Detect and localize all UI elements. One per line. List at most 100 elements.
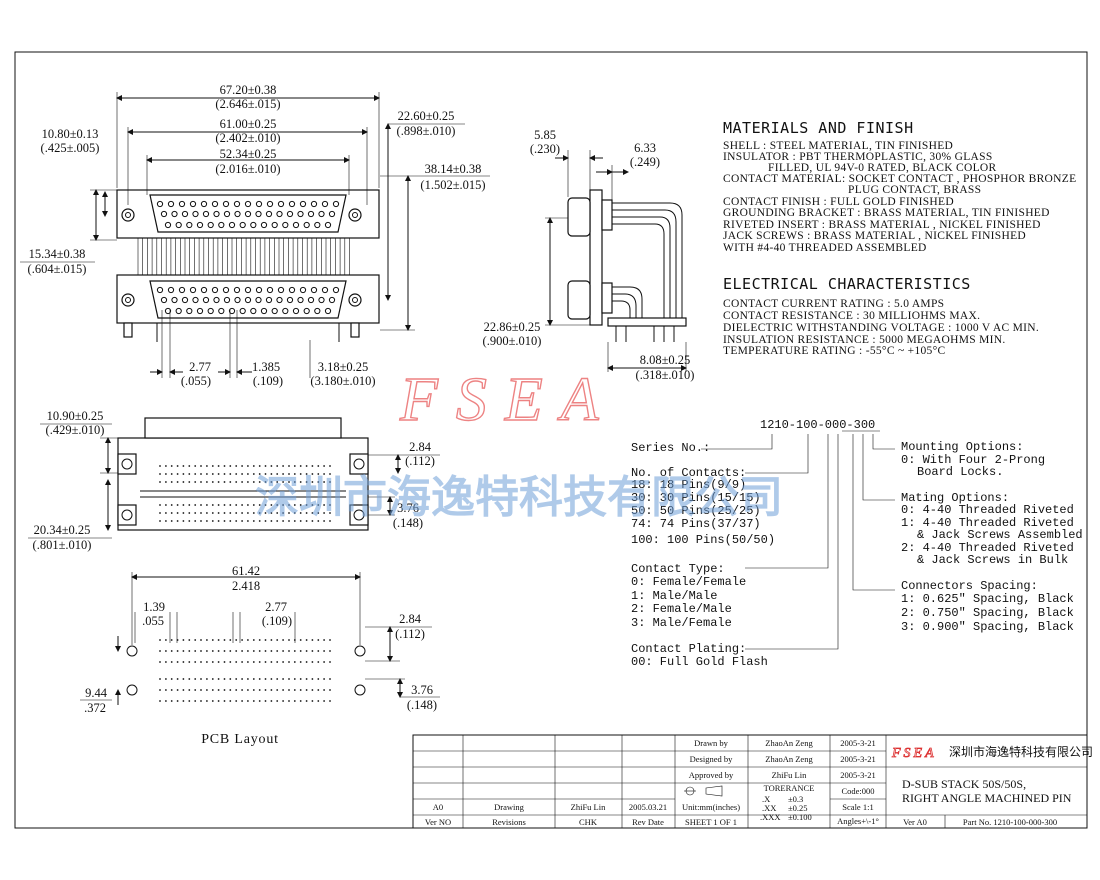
pin-hole	[329, 473, 331, 475]
pin-hole	[241, 473, 244, 475]
pin-hole	[217, 650, 220, 652]
pin-hole	[288, 200, 296, 208]
tb-title-line1: D-SUB STACK 50S/50S,	[902, 777, 1026, 791]
pin-hole	[276, 465, 279, 467]
pin-hole	[235, 520, 238, 522]
tb-hdr-ver: Ver NO	[425, 817, 451, 827]
pin-hole	[229, 650, 232, 652]
materials-heading: MATERIALS AND FINISH	[723, 119, 914, 137]
pin-hole	[217, 512, 220, 514]
pin-hole	[235, 639, 238, 641]
side-dim-b-in: (.249)	[630, 155, 660, 169]
pin-hole	[200, 286, 208, 294]
pin-hole	[211, 465, 214, 467]
side-dim-a: 5.85	[534, 128, 556, 142]
pin-hole	[311, 661, 314, 663]
pin-hole	[264, 465, 267, 467]
pin-hole	[270, 700, 273, 702]
pin-hole	[311, 481, 314, 483]
pin-hole	[258, 700, 261, 702]
pin-hole	[329, 504, 331, 506]
mat-line: CONTACT MATERIAL: SOCKET CONTACT , PHOSP…	[723, 173, 1076, 185]
materials-section: MATERIALS AND FINISH SHELL : STEEL MATER…	[723, 119, 1076, 254]
electrical-heading: ELECTRICAL CHARACTERISTICS	[723, 275, 971, 293]
pin-hole	[258, 504, 261, 506]
pin-hole	[181, 210, 189, 218]
tb-scale: Scale 1:1	[842, 802, 873, 812]
part-number-code: 1210-100-000-300	[760, 418, 875, 432]
spacing-option: 1: 0.625" Spacing, Black	[901, 592, 1074, 606]
pin-hole	[206, 465, 208, 467]
pin-hole	[223, 296, 231, 304]
pin-hole	[288, 520, 290, 522]
pin-hole	[241, 504, 244, 506]
pin-hole	[229, 689, 232, 691]
pin-hole	[329, 639, 331, 641]
pin-hole	[314, 221, 321, 229]
tb-tol-xx: .XX	[762, 803, 776, 813]
front-view	[116, 189, 380, 342]
pcb-dim-p1-in: .055	[142, 614, 164, 628]
pin-hole	[288, 639, 290, 641]
pin-hole	[156, 200, 164, 208]
pin-hole	[317, 650, 320, 652]
pin-hole	[206, 650, 208, 652]
pin-hole	[244, 210, 252, 218]
pin-hole	[165, 678, 167, 680]
pin-hole	[182, 678, 185, 680]
title-block: Drawn by ZhaoAn Zeng 2005-3-21 Designed …	[412, 734, 1093, 829]
pin-hole	[159, 678, 161, 680]
pin-hole	[200, 504, 202, 506]
pin-hole	[170, 481, 173, 483]
pin-hole	[329, 678, 331, 680]
pin-hole	[188, 678, 191, 680]
pin-hole	[311, 689, 314, 691]
tb-tolerance-label: TORERANCE	[764, 783, 815, 793]
pin-hole	[282, 520, 284, 522]
pin-hole	[264, 689, 267, 691]
pcb-dim-r1-in: (.112)	[395, 627, 425, 641]
side-dim-c-in: (.900±.010)	[483, 334, 542, 348]
dim-right-h2: 38.14±0.38	[425, 162, 482, 176]
pin-hole	[286, 296, 294, 304]
pin-hole	[266, 200, 274, 208]
pin-hole	[317, 661, 320, 663]
pin-hole	[176, 504, 179, 506]
pin-hole	[194, 512, 197, 514]
dim-right-h2-in: (1.502±.015)	[420, 178, 485, 192]
pin-hole	[223, 520, 226, 522]
watermark-logo: FSEA	[399, 366, 617, 434]
pin-hole	[276, 678, 279, 680]
pin-hole	[188, 650, 191, 652]
pin-hole	[293, 473, 296, 475]
pin-hole	[211, 473, 214, 475]
tb-code: Code:000	[841, 786, 874, 796]
pin-hole	[211, 661, 214, 663]
projection-symbol-icon	[684, 785, 723, 797]
bot-dim-c: 3.76	[397, 501, 419, 515]
tb-hdr-date: Rev Date	[632, 817, 664, 827]
pin-hole	[241, 639, 244, 641]
pin-hole	[332, 200, 340, 208]
pin-hole	[200, 700, 202, 702]
pcb-dim-w-in: 2.418	[232, 579, 260, 593]
pin-hole	[328, 210, 336, 218]
pin-hole	[299, 465, 302, 467]
pin-hole	[303, 307, 310, 315]
contact-type-option: 2: Female/Male	[631, 602, 732, 616]
pin-hole	[200, 512, 202, 514]
pin-hole	[223, 661, 226, 663]
pin-hole	[211, 639, 214, 641]
mat-line: WITH #4-40 THREADED ASSEMBLED	[723, 242, 927, 254]
pin-hole	[235, 678, 238, 680]
bot-dim-b: 2.84	[409, 440, 432, 454]
dim-shell-width-in: (2.016±.010)	[215, 162, 280, 176]
pin-hole	[217, 700, 220, 702]
pin-hole	[258, 465, 261, 467]
pin-hole	[276, 296, 283, 304]
pin-hole	[329, 650, 331, 652]
pin-hole	[235, 504, 238, 506]
pin-hole	[299, 661, 302, 663]
pin-hole	[317, 520, 320, 522]
dim-edge: 3.18±0.25	[318, 360, 369, 374]
